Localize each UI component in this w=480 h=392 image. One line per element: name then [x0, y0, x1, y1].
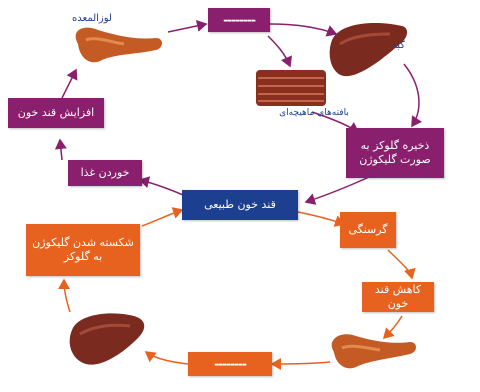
decrease-blood-sugar-box: کاهش قند خون	[362, 282, 434, 312]
liver-icon	[329, 22, 408, 77]
muscle-tissue-icon	[256, 70, 326, 106]
liver-icon	[69, 313, 145, 365]
pancreas-icon	[331, 334, 416, 369]
muscle-label: بافته‌های ماهیچه‌ای	[279, 108, 349, 118]
pancreas-label: لوزالمعده	[72, 13, 112, 24]
glycogen-breakdown-box: شکسته شدن گلیکوژن به گلوکز	[26, 224, 140, 276]
pancreas-icon	[75, 27, 162, 63]
liver-label: کبد	[392, 40, 406, 51]
increase-blood-sugar-box: افزایش قند خون	[8, 98, 104, 128]
hunger-box: گرسنگی	[340, 212, 396, 248]
hormone-box-bottom: --------	[188, 352, 272, 376]
hormone-box-top: --------	[208, 8, 270, 32]
eating-food-box: خوردن غذا	[68, 160, 142, 186]
normal-blood-sugar-box: قند خون طبیعی	[182, 190, 298, 220]
store-glucose-as-glycogen-box: ذخیره گلوکز به صورت گلیکوژن	[346, 128, 444, 178]
